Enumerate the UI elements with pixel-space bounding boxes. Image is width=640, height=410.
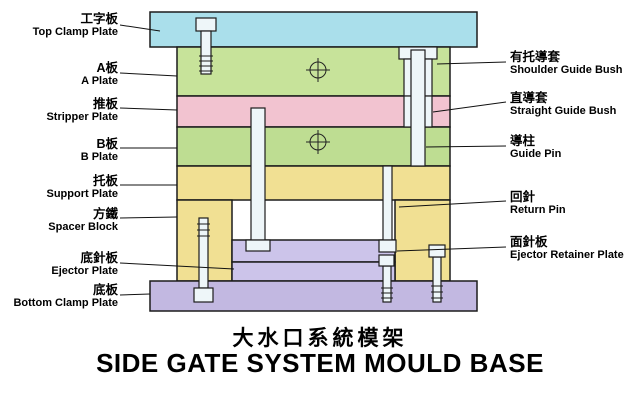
label-ejector-plate: 底針板 Ejector Plate [4,251,118,278]
label-return-pin: 回針 Return Pin [510,190,638,217]
label-en: Return Pin [510,204,566,216]
label-bottom-clamp-plate: 底板 Bottom Clamp Plate [4,283,118,310]
label-top-clamp-plate: 工字板 Top Clamp Plate [4,12,118,39]
label-zh: 推板 [92,97,118,111]
label-en: Guide Pin [510,148,562,160]
leader-spacer-block [119,216,178,219]
label-zh: 工字板 [80,12,118,26]
leader-top-clamp-plate [119,24,161,32]
bottom-screw-shaft [198,217,209,289]
diagram-title-english: SIDE GATE SYSTEM MOULD BASE [96,348,544,378]
label-en: Top Clamp Plate [32,26,118,38]
label-en: Bottom Clamp Plate [13,297,118,309]
leader-ejector-retainer-plate [396,246,507,252]
label-a-plate: A板 A Plate [4,61,118,88]
label-spacer-block: 方鐵 Spacer Block [4,207,118,234]
label-zh: 底板 [92,283,118,297]
diagram-title-chinese: 大水口系統模架 [232,327,408,350]
label-en: Spacer Block [48,221,118,233]
label-en: A Plate [81,75,118,87]
clamp-screw-shaft [200,30,212,75]
leader-ejector-plate [119,262,235,270]
spacer-screw-shaft [432,256,442,303]
return-pin-head [378,239,397,253]
clamp-screw-head [195,17,217,32]
leader-guide-pin [425,145,507,148]
label-zh: B板 [96,137,118,151]
spacer-block-right [394,199,451,282]
ejector-pin-head [245,239,271,252]
label-zh: 面針板 [510,235,548,249]
ejector-screw-shaft [382,265,392,303]
label-stripper-plate: 推板 Stripper Plate [4,97,118,124]
support-plate [176,165,451,201]
leader-bottom-clamp-plate [119,293,151,296]
label-shoulder-guide-bush: 有托導套 Shoulder Guide Bush [510,50,638,77]
label-en: Stripper Plate [46,111,118,123]
bottom-screw-head [193,287,214,303]
label-en: Support Plate [46,188,118,200]
label-guide-pin: 導柱 Guide Pin [510,134,638,161]
label-ejector-retainer-plate: 面針板 Ejector Retainer Plate [510,235,638,262]
leader-return-pin [398,200,507,208]
label-zh: A板 [96,61,118,75]
label-en: B Plate [80,151,118,163]
leader-a-plate [119,72,178,77]
label-zh: 有托導套 [510,50,561,64]
label-zh: 導柱 [510,134,536,148]
leader-straight-guide-bush [432,101,507,113]
label-en: Ejector Plate [51,265,118,277]
leader-shoulder-guide-bush [436,61,507,65]
guide-pin [410,49,426,167]
label-zh: 方鐵 [92,207,118,221]
label-support-plate: 托板 Support Plate [4,174,118,201]
ejector-plate [231,261,396,282]
label-en: Straight Guide Bush [510,105,617,117]
leader-stripper-plate [119,107,178,111]
label-zh: 回針 [510,190,536,204]
label-en: Ejector Retainer Plate [510,249,624,261]
label-zh: 底針板 [80,251,118,265]
ejector-screw-head [378,254,395,267]
label-zh: 托板 [92,174,118,188]
b-plate [176,126,451,167]
spacer-screw-head [428,244,446,258]
label-zh: 直導套 [510,91,548,105]
ejector-pin [250,107,266,241]
label-en: Shoulder Guide Bush [510,64,623,76]
return-pin [382,165,393,241]
label-straight-guide-bush: 直導套 Straight Guide Bush [510,91,638,118]
label-b-plate: B板 B Plate [4,137,118,164]
